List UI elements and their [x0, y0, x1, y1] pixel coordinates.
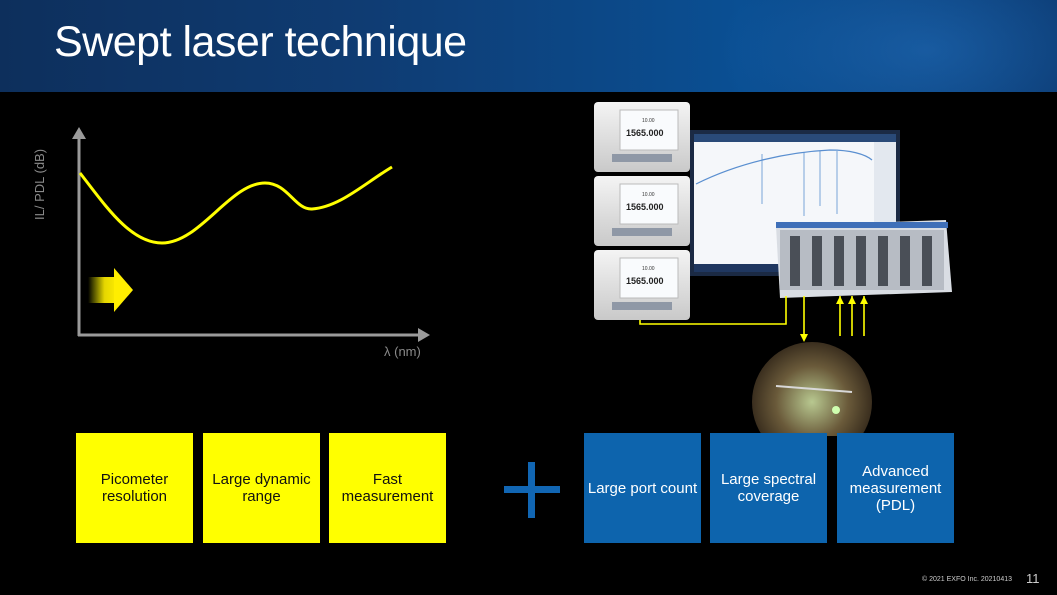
laser-instrument: 10.00 1565.000	[594, 250, 690, 320]
svg-text:10.00: 10.00	[642, 266, 655, 272]
slide-title: Swept laser technique	[54, 18, 467, 66]
equipment-illustration: 10.00 1565.000 10.00 1565.000 10.00 1565…	[594, 102, 952, 436]
page-number: 11	[1026, 571, 1040, 586]
slide-header	[0, 0, 1057, 92]
feature-fast-measurement: Fast measurement	[329, 433, 446, 543]
svg-text:1565.000: 1565.000	[626, 202, 664, 212]
connection-arrows	[800, 296, 868, 342]
laser-instrument: 10.00 1565.000	[594, 176, 690, 246]
y-axis-arrow	[72, 127, 86, 139]
x-axis-label: λ (nm)	[384, 344, 421, 359]
laser-instrument: 10.00 1565.000	[594, 102, 690, 172]
svg-text:1565.000: 1565.000	[626, 276, 664, 286]
y-axis-label: IL/ PDL (dB)	[32, 148, 47, 220]
feature-large-dynamic-range: Large dynamic range	[203, 433, 320, 543]
test-chassis	[776, 220, 952, 298]
response-curve	[78, 165, 393, 245]
svg-text:10.00: 10.00	[642, 192, 655, 198]
concept-plot	[72, 127, 430, 342]
svg-text:1565.000: 1565.000	[626, 128, 664, 138]
copyright-footer: © 2021 EXFO Inc. 20210413	[922, 576, 1012, 583]
feature-picometer-resolution: Picometer resolution	[76, 433, 193, 543]
svg-text:10.00: 10.00	[642, 118, 655, 124]
feature-advanced-measurement: Advanced measurement (PDL)	[837, 433, 954, 543]
plus-icon	[504, 462, 560, 518]
x-axis-arrow	[418, 328, 430, 342]
feature-large-spectral-coverage: Large spectral coverage	[710, 433, 827, 543]
sweep-arrow	[88, 268, 133, 312]
feature-large-port-count: Large port count	[584, 433, 701, 543]
